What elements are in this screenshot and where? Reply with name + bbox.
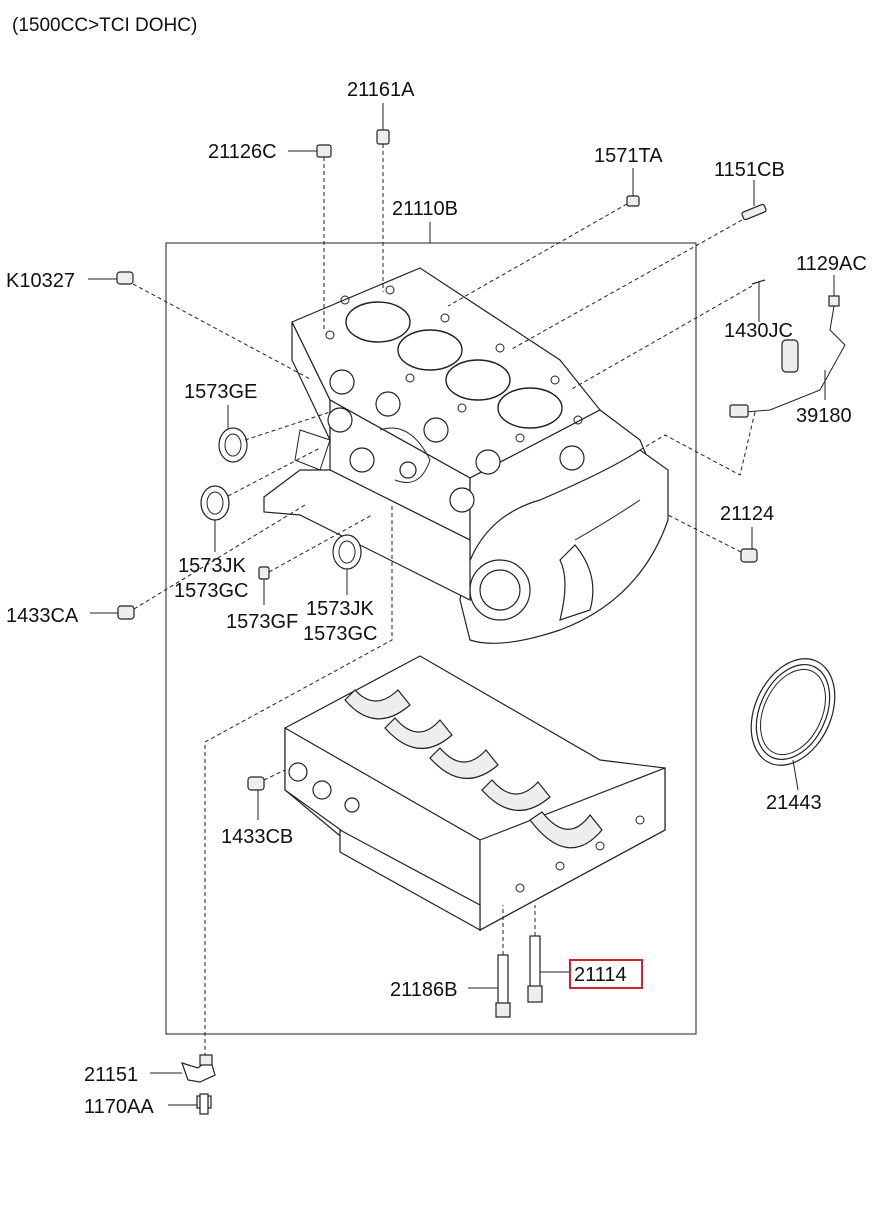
label-1573GF[interactable]: 1573GF bbox=[226, 611, 298, 633]
part-1433CB bbox=[247, 776, 265, 791]
label-21161A[interactable]: 21161A bbox=[347, 79, 415, 101]
part-1129AC bbox=[828, 295, 840, 307]
crankcase-lower bbox=[284, 655, 666, 932]
part-1573JK-upper bbox=[200, 485, 230, 521]
part-1573GF bbox=[258, 566, 270, 580]
label-1573JK-lower[interactable]: 1573JK bbox=[306, 598, 374, 620]
leader-21151 bbox=[204, 506, 393, 1058]
label-21110B[interactable]: 21110B bbox=[392, 198, 458, 220]
label-1151CB[interactable]: 1151CB bbox=[714, 159, 785, 181]
label-1573GC-lower[interactable]: 1573GC bbox=[303, 623, 378, 645]
label-1573GC-upper[interactable]: 1573GC bbox=[174, 580, 249, 602]
label-21126C[interactable]: 21126C bbox=[208, 141, 277, 163]
label-1573JK-upper[interactable]: 1573JK bbox=[178, 555, 246, 577]
label-21186B[interactable]: 21186B bbox=[390, 979, 457, 1001]
label-21443[interactable]: 21443 bbox=[766, 792, 822, 814]
part-K10327 bbox=[116, 271, 134, 285]
label-K10327[interactable]: K10327 bbox=[6, 270, 75, 292]
part-1151CB bbox=[741, 203, 767, 221]
part-21443 bbox=[750, 658, 836, 766]
part-39180 bbox=[729, 305, 846, 418]
part-1573GE bbox=[218, 427, 248, 463]
label-1433CA[interactable]: 1433CA bbox=[6, 605, 79, 627]
assembly-frame bbox=[165, 242, 697, 1035]
part-1170AA bbox=[196, 1093, 212, 1115]
label-1571TA[interactable]: 1571TA bbox=[594, 145, 663, 167]
part-1433CA bbox=[117, 605, 135, 620]
label-1129AC[interactable]: 1129AC bbox=[796, 253, 867, 275]
part-21126C bbox=[316, 144, 332, 158]
label-39180[interactable]: 39180 bbox=[796, 405, 852, 427]
model-header: (1500CC>TCI DOHC) bbox=[12, 15, 197, 36]
label-1430JC[interactable]: 1430JC bbox=[724, 320, 793, 342]
part-1571TA bbox=[626, 195, 640, 207]
cylinder-block-upper bbox=[263, 267, 669, 644]
label-21114[interactable]: 21114 bbox=[574, 964, 627, 986]
part-21161A bbox=[376, 129, 390, 145]
label-1573GE[interactable]: 1573GE bbox=[184, 381, 257, 403]
label-21124[interactable]: 21124 bbox=[720, 503, 774, 525]
part-21114 bbox=[527, 935, 543, 1003]
part-21151 bbox=[181, 1054, 216, 1083]
label-21151[interactable]: 21151 bbox=[84, 1064, 138, 1086]
part-21186B bbox=[495, 954, 511, 1018]
part-21124 bbox=[740, 548, 758, 563]
label-1170AA[interactable]: 1170AA bbox=[84, 1096, 154, 1118]
highlight-box-21114 bbox=[569, 959, 643, 989]
part-1573JK-lower bbox=[332, 534, 362, 570]
label-1433CB[interactable]: 1433CB bbox=[221, 826, 293, 848]
